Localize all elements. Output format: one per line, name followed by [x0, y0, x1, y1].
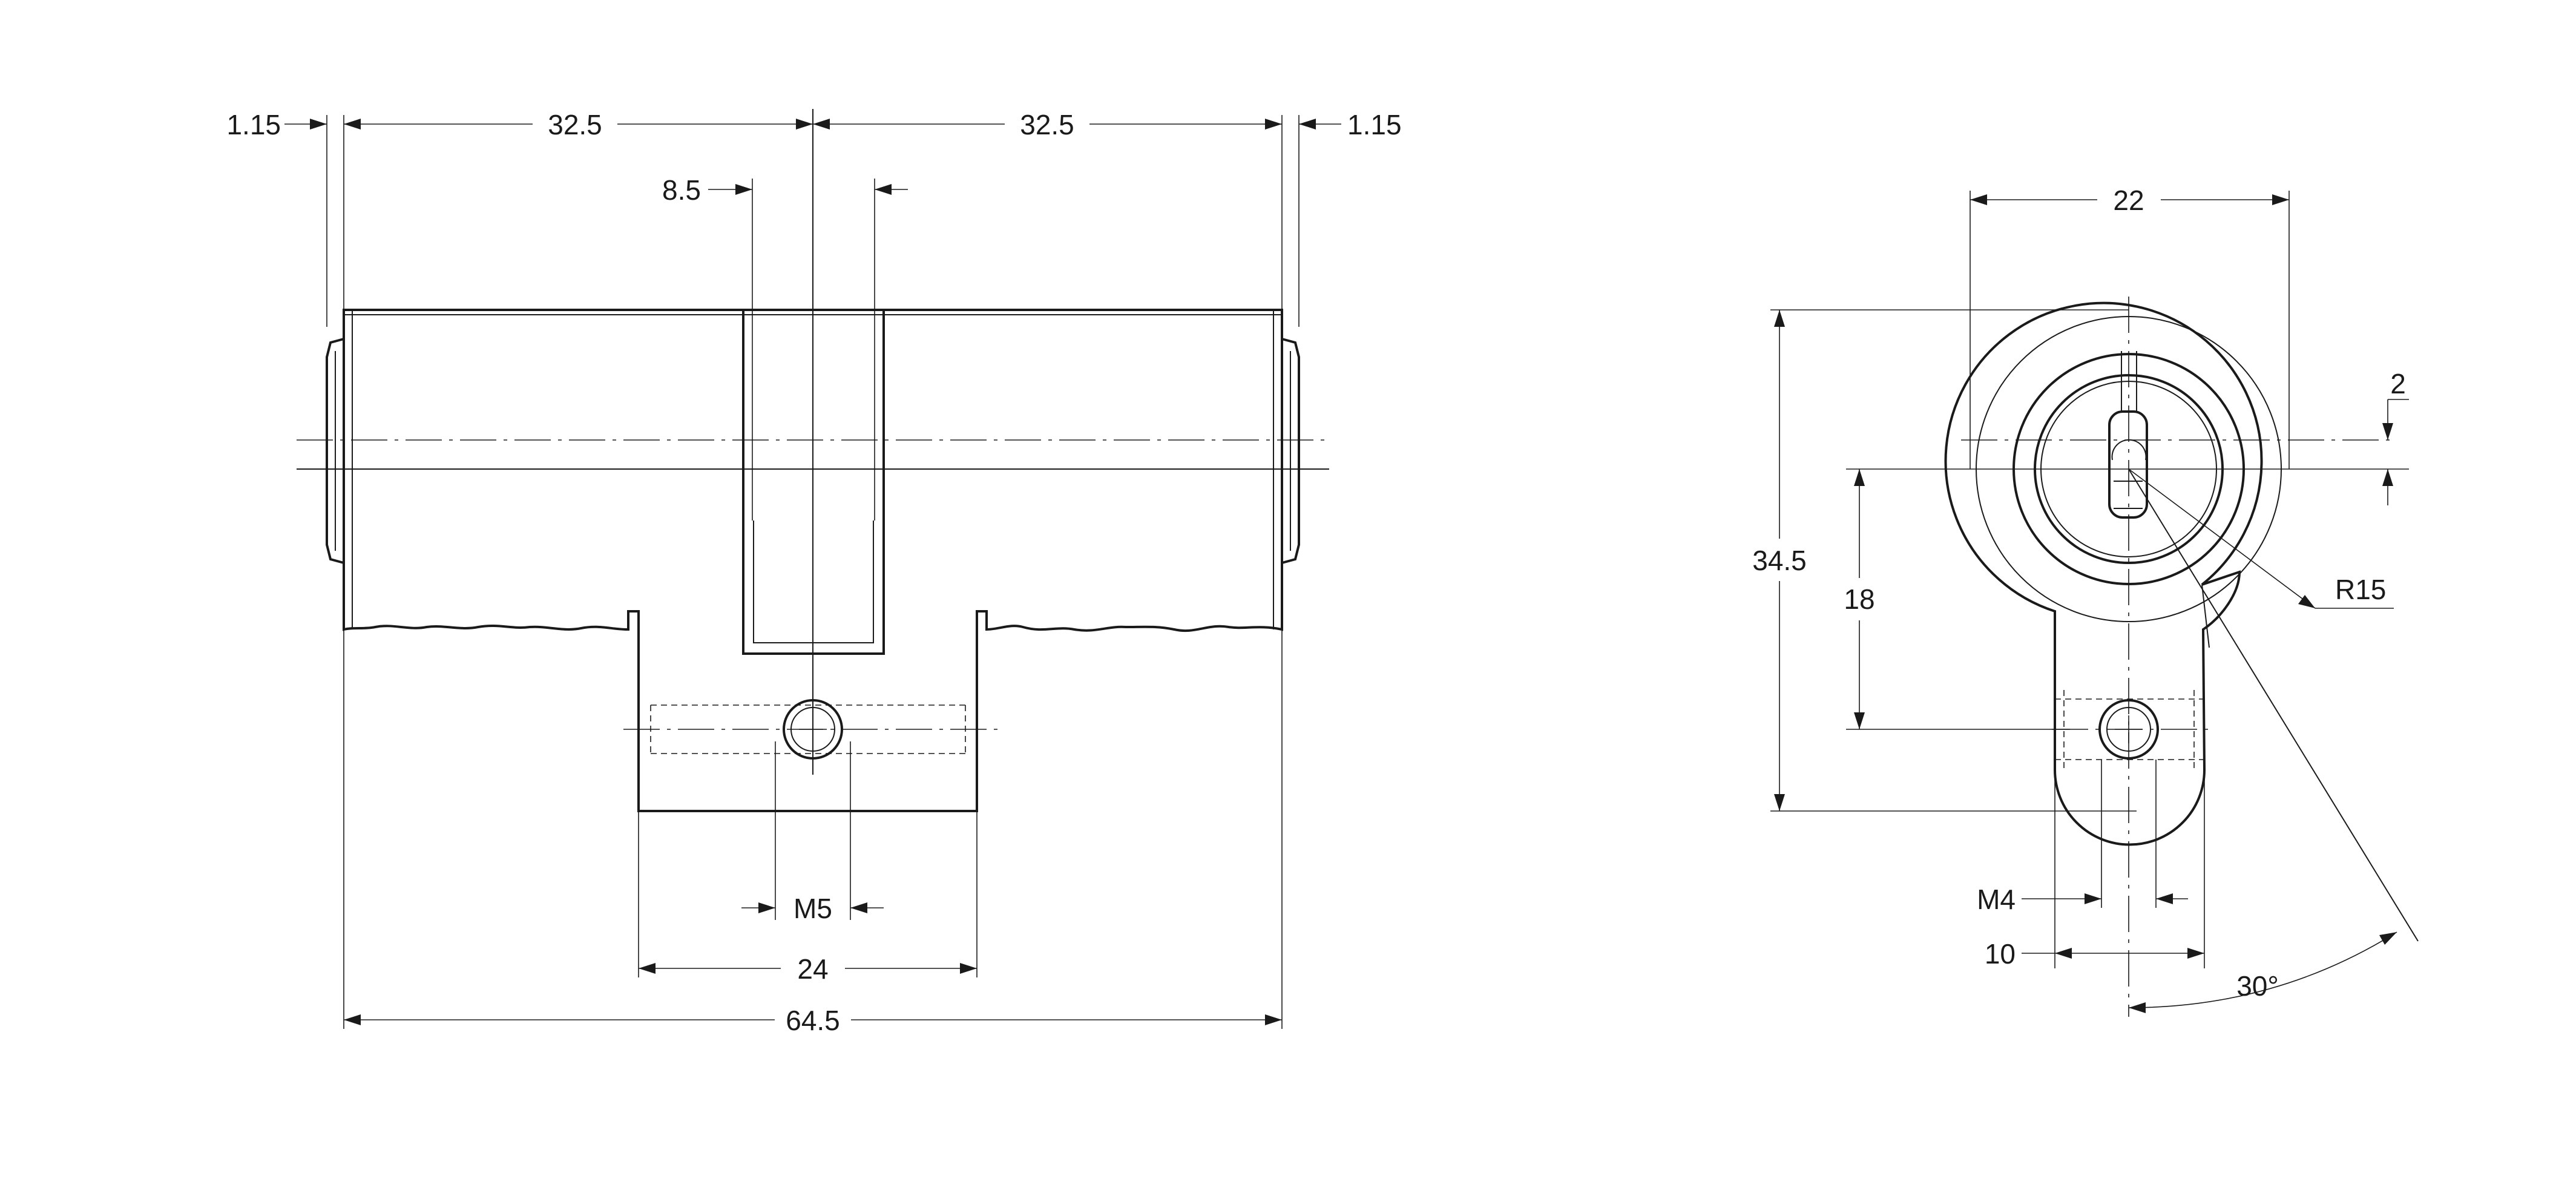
dim-cam-offset: 8.5	[662, 174, 908, 206]
dim-height: 34.5	[1752, 310, 1807, 811]
side-center-lines	[297, 109, 1329, 775]
dim-offset: 2	[2382, 368, 2409, 505]
end-view: 22 2 R15 34.5	[1752, 185, 2419, 1017]
dim-thread-m5-label: M5	[794, 893, 832, 924]
dim-right-shoulder: 1.15	[1299, 109, 1402, 140]
dim-offset-label: 2	[2390, 368, 2406, 399]
dim-left-shoulder-label: 1.15	[226, 109, 281, 140]
end-extension-lines	[1770, 191, 2419, 968]
dim-radius-label: R15	[2335, 574, 2386, 605]
dim-angle: 30°	[2128, 931, 2397, 1013]
dim-cam-offset-label: 8.5	[662, 174, 701, 206]
dim-diameter: 22	[1970, 185, 2289, 216]
cylinder-face	[1944, 301, 2282, 846]
dim-width: 10	[1985, 938, 2204, 970]
dim-thread-m4: M4	[1977, 884, 2188, 915]
dim-right-half-label: 32.5	[1020, 109, 1074, 140]
dim-axis-to-screw-label: 18	[1844, 583, 1874, 615]
dim-axis-to-screw: 18	[1844, 469, 1875, 729]
dim-body-width: 24	[639, 953, 977, 985]
side-extension-lines	[326, 115, 1300, 1029]
dim-left-shoulder: 1.15	[226, 109, 327, 140]
left-end-plug	[326, 338, 344, 564]
dim-left-half: 32.5	[344, 109, 813, 140]
dim-right-shoulder-label: 1.15	[1347, 109, 1402, 140]
dim-left-half-label: 32.5	[548, 109, 602, 140]
dim-height-label: 34.5	[1752, 545, 1807, 576]
dim-total-length: 64.5	[344, 1005, 1282, 1036]
dim-total-length-label: 64.5	[786, 1005, 840, 1036]
dim-thread-m4-label: M4	[1977, 884, 2016, 915]
dim-body-width-label: 24	[797, 953, 828, 985]
dim-right-half: 32.5	[813, 109, 1282, 140]
dim-thread-m5: M5	[741, 893, 884, 924]
dim-radius: R15	[2128, 468, 2394, 609]
side-view: 1.15 32.5 32.5 1.15	[226, 109, 1402, 1036]
right-end-plug	[1281, 338, 1300, 564]
dim-diameter-label: 22	[2113, 185, 2144, 216]
dim-width-label: 10	[1985, 938, 2016, 970]
dim-angle-label: 30°	[2236, 970, 2279, 1002]
end-center-lines	[1961, 297, 2391, 1017]
